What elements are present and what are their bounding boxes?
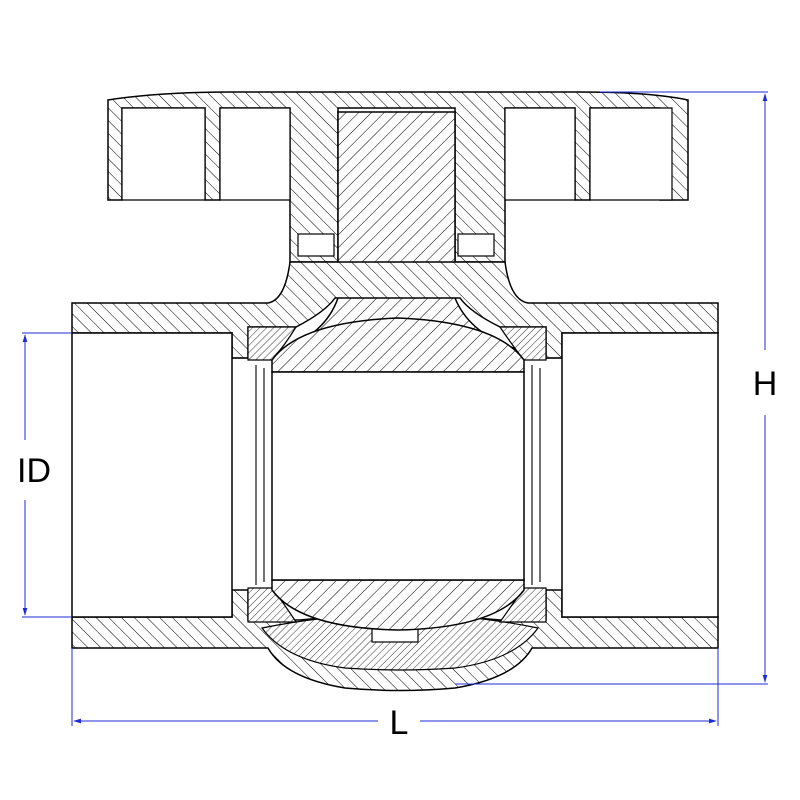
ball	[255, 317, 541, 631]
socket-left	[71, 332, 233, 618]
handle	[107, 91, 689, 263]
inner-diameter-label: ID	[17, 452, 51, 490]
seat-rings	[247, 326, 547, 623]
ball-bore	[271, 371, 525, 581]
dimension-length: L	[71, 648, 719, 742]
valve-body	[71, 261, 719, 692]
socket-right	[561, 332, 719, 618]
height-label: H	[753, 365, 778, 403]
handle-recess-left-inner	[219, 107, 291, 201]
pipe-sockets	[71, 332, 719, 618]
handle-recess-right-outer	[589, 107, 673, 201]
seat-ring-top-right	[498, 326, 547, 361]
handle-recess-left-outer	[121, 107, 206, 201]
ball-left-edge	[255, 365, 265, 585]
handle-recess-right-inner	[504, 107, 576, 201]
handle-snap-left	[297, 233, 335, 257]
dimension-height: H	[455, 91, 778, 685]
length-label: L	[390, 704, 409, 742]
dimension-inner-diameter: ID	[17, 332, 72, 618]
handle-snap-right	[457, 233, 495, 257]
ball-right-edge	[531, 365, 541, 585]
ball-top-section	[271, 317, 525, 373]
ball-bottom-section	[271, 579, 525, 631]
